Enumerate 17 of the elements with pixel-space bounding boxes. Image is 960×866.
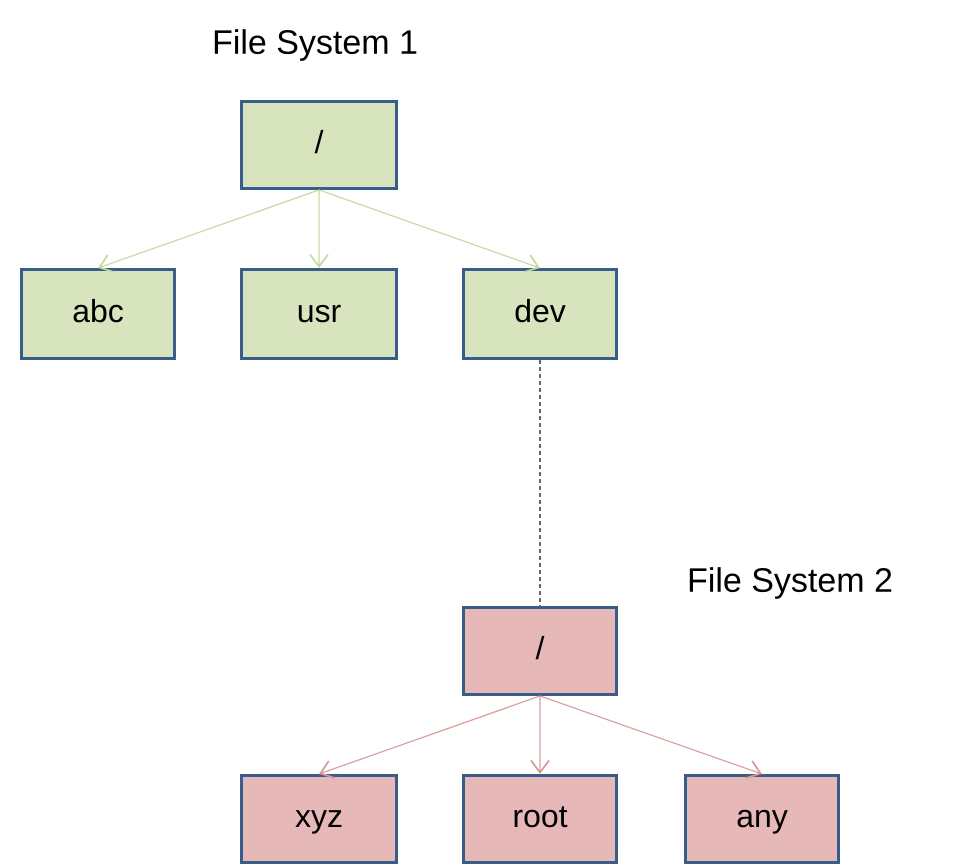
folder-box: xyz xyxy=(240,774,398,864)
arrow xyxy=(98,189,320,273)
tree-heading: File System 1 xyxy=(214,29,416,61)
folder-box: abc xyxy=(20,268,176,360)
folder-box: / xyxy=(462,606,618,696)
arrow xyxy=(530,696,550,774)
folder-box: usr xyxy=(240,268,398,360)
folder-box: dev xyxy=(462,268,618,360)
arrow xyxy=(319,695,540,779)
tree-heading: File System 2 xyxy=(690,567,892,599)
folder-box: / xyxy=(240,100,398,190)
dashed-line xyxy=(539,360,541,606)
arrow xyxy=(318,189,540,273)
folder-box: any xyxy=(684,774,840,864)
arrow xyxy=(309,190,329,268)
folder-box: root xyxy=(462,774,618,864)
arrow xyxy=(540,695,762,779)
